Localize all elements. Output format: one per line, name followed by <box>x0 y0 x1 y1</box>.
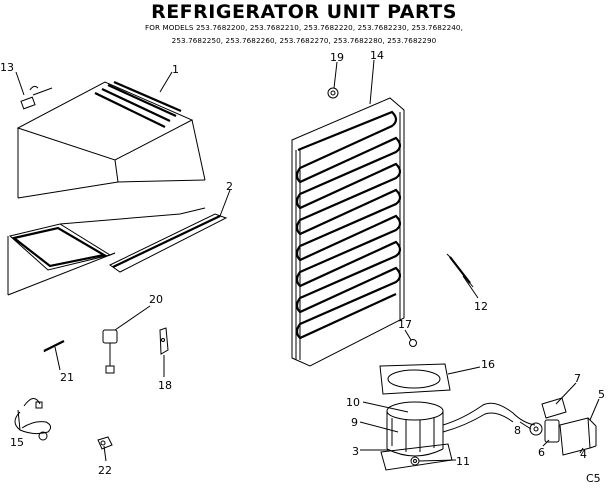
callout-12: 12 <box>474 300 488 313</box>
part-grommet-17 <box>409 339 417 347</box>
callout-19: 19 <box>330 51 344 64</box>
callout-20: 20 <box>149 293 163 306</box>
callout-7: 7 <box>574 372 581 385</box>
callout-1: 1 <box>172 63 179 76</box>
part-channel-strip-2 <box>109 213 228 273</box>
part-dryer-12 <box>446 253 474 288</box>
callout-9: 9 <box>351 416 358 429</box>
callout-13: 13 <box>0 61 14 74</box>
callout-14: 14 <box>370 49 384 62</box>
callout-2: 2 <box>226 180 233 193</box>
part-cord-15 <box>14 398 52 441</box>
callout-11: 11 <box>456 455 470 468</box>
leader-lines <box>15 59 600 462</box>
part-overload-8 <box>529 422 543 436</box>
callout-labels: 1 2 3 4 5 6 7 8 9 10 11 12 13 14 15 16 1… <box>0 49 605 485</box>
callout-4: 4 <box>580 448 587 461</box>
callout-18: 18 <box>158 379 172 392</box>
callout-10: 10 <box>346 396 360 409</box>
callout-21: 21 <box>60 371 74 384</box>
part-condenser-coil-14 <box>291 97 405 367</box>
part-relay-6 <box>544 419 560 443</box>
callout-8: 8 <box>514 424 521 437</box>
part-drain-pan-16 <box>379 363 451 395</box>
figure-code: C5 <box>586 472 601 485</box>
callout-15: 15 <box>10 436 24 449</box>
callout-17: 17 <box>398 318 412 331</box>
part-clip-18 <box>159 327 169 355</box>
part-evaporator-plate <box>7 80 206 296</box>
models-line-2: 253.7682250, 253.7682260, 253.7682270, 2… <box>171 36 437 45</box>
models-line-1: FOR MODELS 253.7682200, 253.7682210, 253… <box>145 23 463 32</box>
part-grommet-19 <box>327 87 339 99</box>
part-bracket-13 <box>20 85 53 110</box>
callout-6: 6 <box>538 446 545 459</box>
part-fitting-22 <box>97 436 113 450</box>
part-grommet-11 <box>410 456 420 466</box>
callout-5: 5 <box>598 388 605 401</box>
callout-3: 3 <box>352 445 359 458</box>
diagram-title: REFRIGERATOR UNIT PARTS <box>151 1 457 23</box>
part-pin-21 <box>43 340 65 353</box>
callout-22: 22 <box>98 464 112 477</box>
part-relay-cover-7 <box>541 397 567 419</box>
callout-16: 16 <box>481 358 495 371</box>
part-thermostat-20 <box>102 329 118 374</box>
part-capacitor-5 <box>559 417 597 456</box>
